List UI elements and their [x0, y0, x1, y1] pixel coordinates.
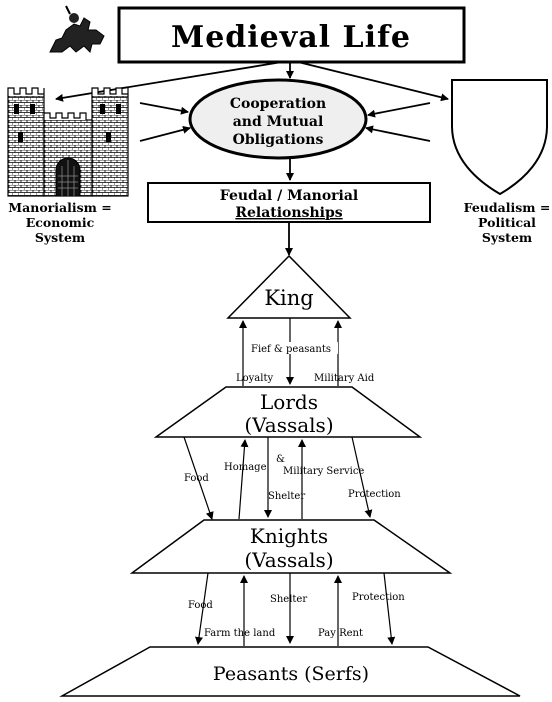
peasants-tier: Peasants (Serfs)	[59, 646, 521, 697]
manorialism-line-3: System	[35, 230, 85, 245]
feudalism-line-3: System	[482, 230, 532, 245]
relationships-line-2: Relationships	[235, 205, 342, 221]
arrow-protection-1	[351, 436, 373, 518]
knight-on-horse-icon	[49, 5, 105, 53]
knights-trapezoid	[129, 519, 453, 574]
title-banner: Medieval Life	[117, 6, 466, 64]
lords-knights-links	[183, 436, 373, 520]
arrow-left-upper	[139, 102, 189, 115]
castle-icon	[7, 87, 129, 197]
fief-label: Fief & peasants	[251, 344, 331, 355]
shelter-label-2: Shelter	[270, 594, 307, 605]
military-aid-label: Military Aid	[314, 373, 375, 384]
knights-tier: Knights (Vassals)	[129, 519, 453, 574]
manorialism-line-2: Economic	[26, 215, 95, 230]
fief-label-bg	[246, 342, 338, 354]
manorialism-label: Manorialism = Economic System	[8, 200, 111, 245]
oval-line-1: Cooperation	[230, 96, 326, 112]
oval-shape	[188, 78, 368, 160]
loyalty-label: Loyalty	[236, 373, 273, 384]
king-triangle	[226, 254, 352, 319]
relationships-line-1: Feudal / Manorial	[220, 188, 358, 204]
feudalism-line-2: Political	[478, 215, 536, 230]
relationships-box: Feudal / Manorial Relationships	[147, 182, 431, 256]
lords-label: Lords	[260, 390, 318, 414]
arrow-left-lower	[139, 125, 191, 142]
peasants-label: Peasants (Serfs)	[213, 663, 369, 685]
title-box	[117, 6, 466, 64]
food-label-1: Food	[184, 473, 209, 484]
protection-label-2: Protection	[352, 592, 405, 603]
relationships-border	[147, 182, 431, 223]
farm-label: Farm the land	[204, 628, 276, 639]
feudalism-line-1: Feudalism =	[464, 200, 551, 215]
arrow-title-to-shield	[297, 61, 449, 102]
king-tier: King	[226, 254, 352, 319]
arrow-food-1	[183, 436, 214, 520]
cooperation-oval: Cooperation and Mutual Obligations	[188, 78, 368, 160]
lords-vassals-label: (Vassals)	[244, 413, 333, 437]
protection-label-1: Protection	[348, 489, 401, 500]
arrow-right-upper	[367, 102, 431, 118]
pay-rent-label: Pay Rent	[318, 628, 363, 639]
oval-side-arrows	[139, 102, 431, 181]
oval-line-3: Obligations	[233, 132, 324, 148]
title-text: Medieval Life	[171, 20, 411, 55]
king-label: King	[264, 286, 313, 310]
arrow-homage	[238, 439, 249, 520]
manorialism-line-1: Manorialism =	[8, 200, 111, 215]
oval-line-2: and Mutual	[233, 114, 324, 130]
knights-vassals-label: (Vassals)	[244, 548, 333, 572]
knights-label: Knights	[250, 524, 328, 548]
lords-trapezoid	[153, 386, 423, 438]
shelter-label-1: Shelter	[268, 491, 305, 502]
arrow-right-lower	[365, 125, 431, 142]
ampersand-label: &	[276, 454, 285, 465]
homage-label: Homage	[224, 462, 267, 473]
arrow-protection-2	[383, 572, 396, 645]
knights-peasants-links	[195, 572, 396, 646]
peasants-trapezoid	[59, 646, 521, 697]
lords-tier: Lords (Vassals)	[153, 386, 423, 438]
arrow-food-2	[195, 572, 209, 645]
shield-icon	[451, 79, 548, 196]
food-label-2: Food	[188, 600, 213, 611]
feudalism-label: Feudalism = Political System	[464, 200, 551, 245]
military-service-label: Military Service	[283, 466, 364, 477]
